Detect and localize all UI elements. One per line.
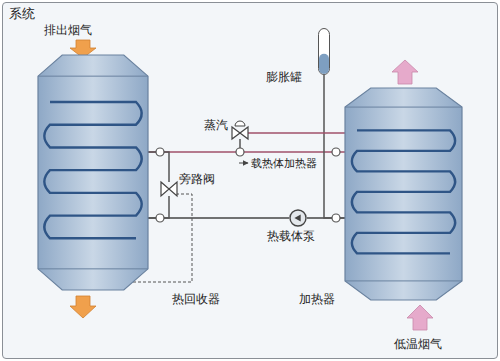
valve-stem <box>239 139 241 148</box>
pipe-joint <box>156 148 164 156</box>
flow-label: 排出烟气 <box>44 23 92 37</box>
pump-direction <box>294 214 300 221</box>
node-label: 加热器 <box>299 292 335 306</box>
tank-outline <box>318 28 330 75</box>
flow-label: 蒸汽 <box>204 118 228 132</box>
flow-arrow <box>407 305 433 330</box>
node-label: 热载体泵 <box>267 229 315 243</box>
pipe-joint <box>332 148 340 156</box>
valve-outline <box>161 182 177 196</box>
valve-actuator <box>235 121 245 126</box>
valve-node: 旁路阀 <box>161 182 177 196</box>
vessel-outline <box>38 55 148 290</box>
steam-valve-symbol <box>232 127 248 139</box>
tank-body <box>319 29 330 75</box>
vessel-seam <box>38 268 148 269</box>
pipe-joint <box>236 148 244 156</box>
coil-tube <box>352 130 455 253</box>
flow-label: 低温烟气 <box>394 337 442 351</box>
flow-label: 载热体加热器 <box>251 157 317 171</box>
vessel-node: 加热器 <box>345 88 462 300</box>
pipe-joint <box>332 214 340 222</box>
pump-body <box>290 210 306 226</box>
diagram-title: 系统 <box>9 7 35 21</box>
steam-pipe <box>248 132 345 134</box>
vessel-seam <box>38 76 148 77</box>
node-label: 热回收器 <box>172 292 220 306</box>
vessel-outline <box>345 88 462 300</box>
valve-body <box>161 182 177 196</box>
vessel-node: 热回收器 <box>38 55 148 290</box>
pipe-connector <box>148 151 345 153</box>
flow-arrow <box>392 60 418 84</box>
pipe-joint <box>156 214 164 222</box>
vessel-seam <box>345 107 462 108</box>
node-label: 膨胀罐 <box>266 70 302 84</box>
vessel-body <box>345 88 462 300</box>
coil-tube <box>44 102 141 238</box>
tank-liquid <box>319 54 329 74</box>
vessel-seam <box>345 280 462 281</box>
flow-arrow <box>70 296 96 318</box>
node-label: 旁路阀 <box>179 172 215 186</box>
pump-node: 热载体泵 <box>289 209 307 227</box>
pipe-connector <box>324 75 345 218</box>
pipe-connector <box>148 152 169 182</box>
vessel-body <box>38 55 148 290</box>
tank-node: 膨胀罐 <box>318 28 330 75</box>
pump-outline <box>289 209 307 227</box>
pointer-arrow <box>239 163 248 164</box>
